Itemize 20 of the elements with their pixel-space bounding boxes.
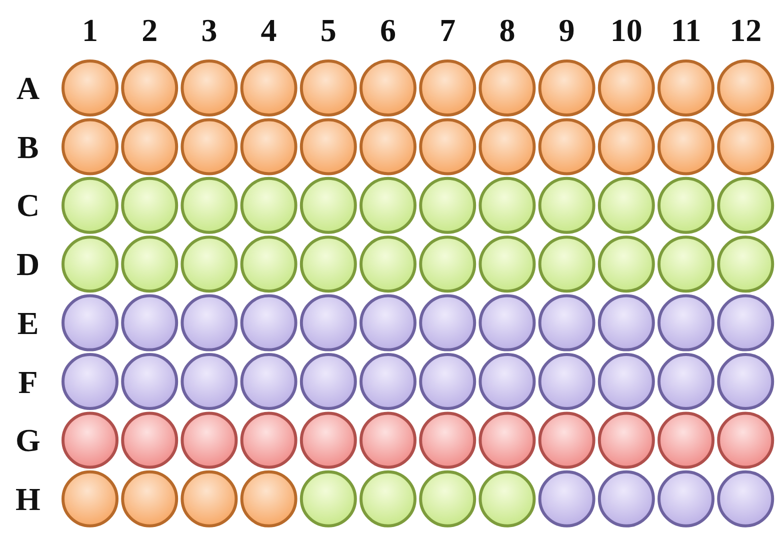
row-letter: D [15, 246, 41, 282]
column-number: 11 [670, 12, 702, 48]
row-letter: F [17, 364, 39, 400]
column-number: 6 [379, 12, 397, 48]
row-letter: E [16, 304, 40, 341]
column-number: 10 [609, 12, 644, 48]
column-number: 4 [260, 12, 278, 48]
row-letter: A [15, 70, 41, 106]
column-number: 12 [728, 12, 763, 48]
column-number: 1 [81, 12, 99, 48]
row-letter: B [16, 128, 40, 165]
column-number: 2 [140, 12, 159, 48]
column-number: 9 [558, 12, 576, 48]
row-letter: G [14, 422, 42, 458]
column-number: 5 [319, 12, 338, 48]
column-number: 8 [498, 12, 516, 48]
row-letter: H [14, 480, 42, 517]
column-number: 3 [200, 12, 218, 48]
column-number: 7 [438, 12, 457, 48]
row-letter: C [15, 187, 41, 224]
